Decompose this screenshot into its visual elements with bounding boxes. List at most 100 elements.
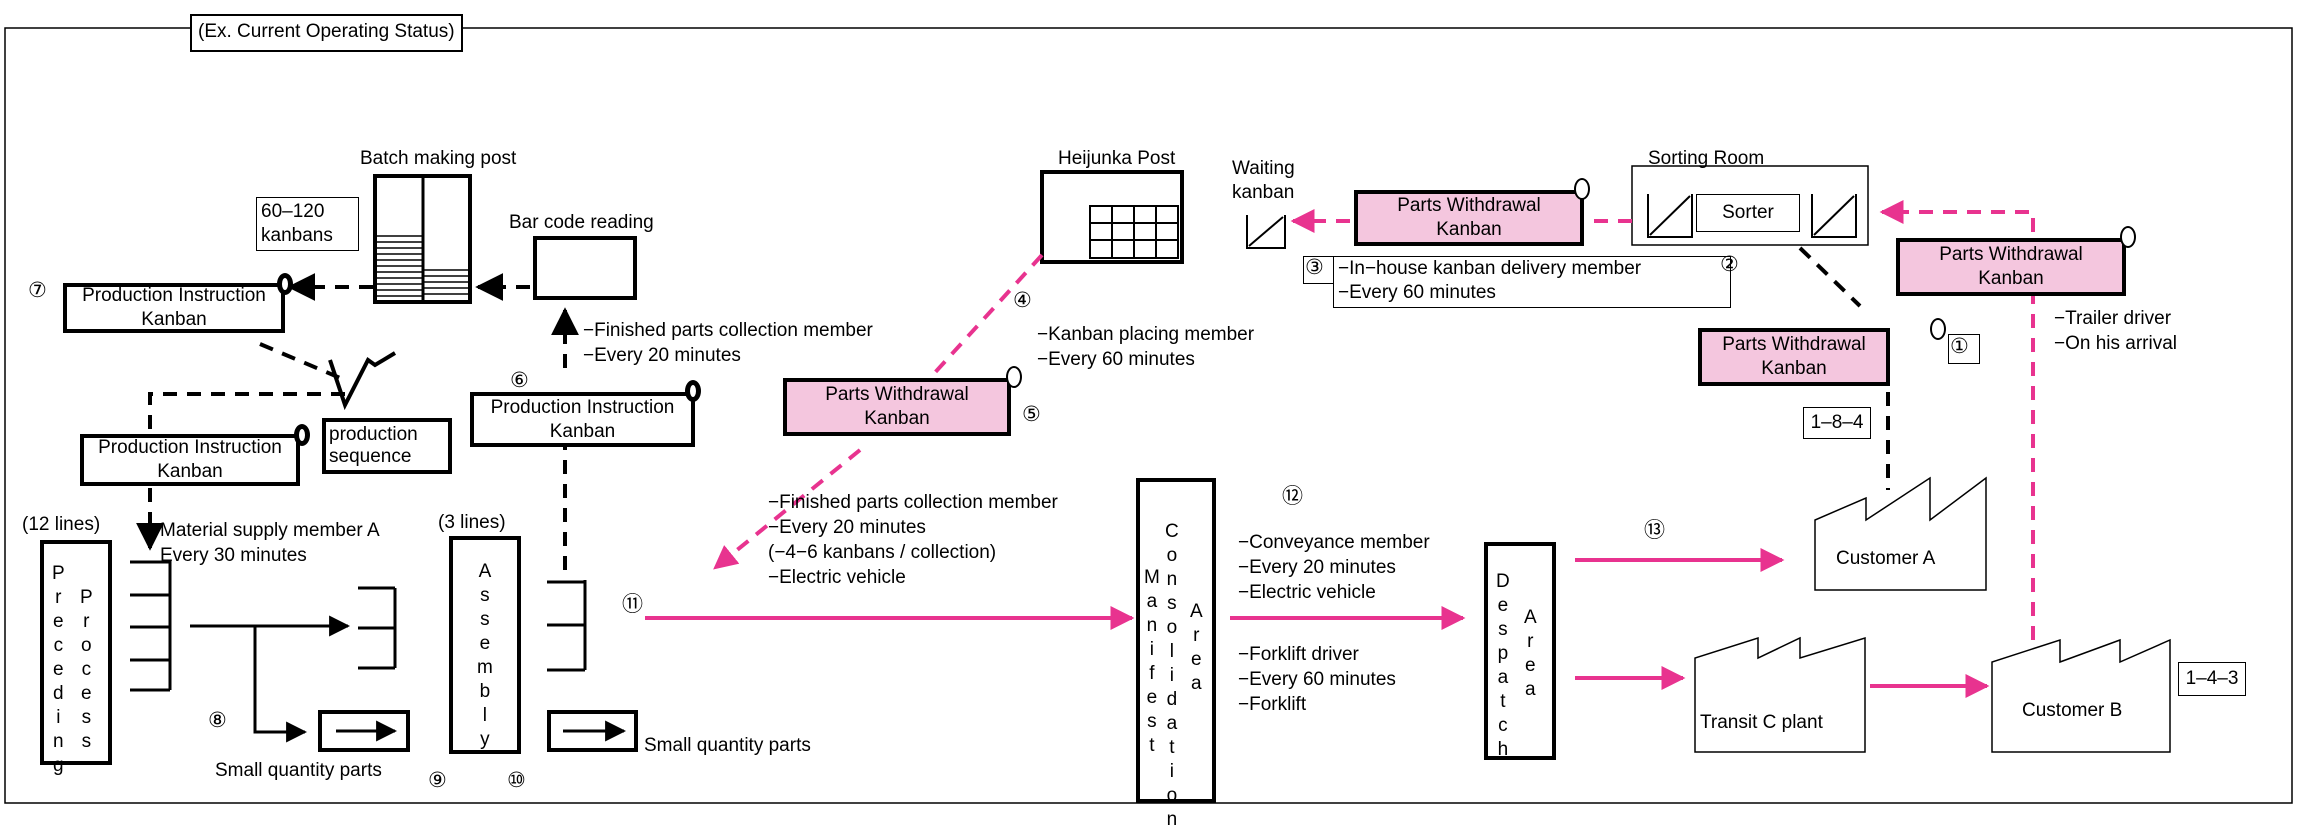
vertical-letter: i (56, 707, 61, 728)
sorting-room-label: Sorting Room (1648, 148, 1765, 169)
frame-title: (Ex. Current Operating Status) (190, 14, 463, 52)
kanban-ring-icon (1930, 318, 1946, 340)
vertical-letter: e (479, 633, 491, 654)
vertical-letter: r (1193, 625, 1200, 646)
small-parts-label-2: Small quantity parts (644, 735, 811, 756)
note-forklift: −Forklift driver −Every 60 minutes −Fork… (1238, 644, 1396, 715)
kanban-parts-withdrawal-top[interactable]: Parts Withdrawal Kanban (1354, 190, 1584, 246)
vertical-letter: i (1149, 639, 1155, 660)
vertical-letter: P (80, 587, 93, 608)
vertical-letter: s (1498, 619, 1508, 640)
production-sequence-box: production sequence (322, 418, 452, 474)
step-7: ⑦ (28, 279, 47, 302)
step-3: ③ (1305, 256, 1324, 279)
customer-b-label: Customer B (2022, 700, 2123, 721)
vertical-letter: n (53, 731, 64, 752)
factory-transit-c (1694, 636, 1866, 753)
sequence-mark (328, 351, 397, 411)
vertical-letter: o (1166, 545, 1178, 566)
vertical-letter: a (1191, 673, 1202, 694)
assembly-rack (547, 580, 587, 672)
vertical-letter: t (1149, 735, 1155, 756)
step-13: ⑬ (1644, 519, 1665, 542)
vertical-letter: c (53, 635, 64, 656)
vertical-letter: n (1146, 615, 1158, 636)
vertical-letter: e (1497, 595, 1509, 616)
vertical-letter: g (53, 755, 64, 776)
sorter-box: Sorter (1696, 194, 1800, 232)
vertical-letter: A (1524, 607, 1537, 628)
kanban-production-7[interactable]: Production Instruction Kanban (63, 283, 285, 333)
step-9: ⑨ (428, 769, 447, 792)
note-kanban-placing: −Kanban placing member −Every 60 minutes (1037, 324, 1255, 370)
vertical-letter: A (1190, 601, 1203, 622)
note-inhouse-delivery: −In−house kanban delivery member −Every … (1333, 256, 1731, 308)
waiting-kanban-bin (1246, 215, 1286, 249)
vertical-letter: c (1498, 715, 1508, 736)
step-1: ① (1950, 335, 1969, 358)
vertical-letter: p (1497, 643, 1509, 664)
step-4: ④ (1013, 289, 1032, 312)
note-material-supply: Material supply member A Every 30 minute… (160, 520, 380, 566)
bar-code-reader (533, 236, 637, 300)
step-11: ⑪ (622, 593, 643, 616)
kanban-production-8[interactable]: Production Instruction Kanban (80, 434, 300, 486)
vertical-letter: i (1169, 761, 1174, 782)
vertical-letter: c (81, 659, 92, 680)
vertical-letter: o (1166, 617, 1178, 638)
kanban-ring-icon (294, 424, 310, 446)
kanban-ring-icon (1006, 366, 1022, 388)
step-8: ⑧ (208, 709, 227, 732)
kanban-parts-withdrawal-1[interactable]: Parts Withdrawal Kanban (1698, 328, 1890, 386)
note-finished-collection-top: −Finished parts collection member −Every… (583, 320, 873, 366)
vertical-letter: a (1497, 667, 1509, 688)
lines-3-label: (3 lines) (438, 512, 506, 533)
vertical-letter: A (478, 561, 492, 582)
vertical-letter: m (477, 657, 493, 678)
small-parts-label-1: Small quantity parts (215, 760, 382, 781)
kanban-ring-icon (1574, 178, 1590, 200)
vertical-letter: t (1169, 737, 1175, 758)
kanbans-range-label: 60–120 kanbans (256, 197, 359, 251)
kanban-parts-withdrawal-right[interactable]: Parts Withdrawal Kanban (1896, 238, 2126, 296)
vertical-letter: l (1169, 641, 1174, 662)
kanban-parts-withdrawal-5[interactable]: Parts Withdrawal Kanban (783, 378, 1011, 436)
vertical-letter: s (480, 585, 490, 606)
kanban-ring-icon (685, 380, 701, 402)
vertical-letter: M (1144, 567, 1160, 588)
preceding-rack (130, 560, 172, 692)
lines-12-label: (12 lines) (22, 514, 101, 535)
kanban-production-6[interactable]: Production Instruction Kanban (470, 392, 695, 447)
vertical-letter: s (1167, 593, 1177, 614)
vertical-letter: e (1191, 649, 1202, 670)
vertical-letter: l (482, 705, 488, 726)
vertical-letter: a (1146, 591, 1158, 612)
vertical-letter: h (1497, 739, 1509, 760)
heijunka-label: Heijunka Post (1058, 148, 1176, 169)
vertical-letter: b (479, 681, 491, 702)
flow-diagram (4, 27, 2293, 804)
vertical-letter: o (81, 635, 92, 656)
vertical-letter: n (1166, 569, 1178, 590)
vertical-letter: d (1166, 689, 1178, 710)
vertical-letter: r (55, 587, 62, 608)
step-10: ⑩ (507, 769, 526, 792)
kanban-ring-icon (2120, 226, 2136, 248)
vertical-letter: e (1146, 687, 1158, 708)
vertical-letter: n (1166, 809, 1178, 830)
vertical-letter: e (53, 611, 64, 632)
step-2: ② (1720, 253, 1739, 276)
vertical-letter: s (81, 731, 92, 752)
vertical-letter: t (1500, 691, 1506, 712)
customer-a-label: Customer A (1836, 548, 1936, 569)
vertical-letter: f (1149, 663, 1155, 684)
